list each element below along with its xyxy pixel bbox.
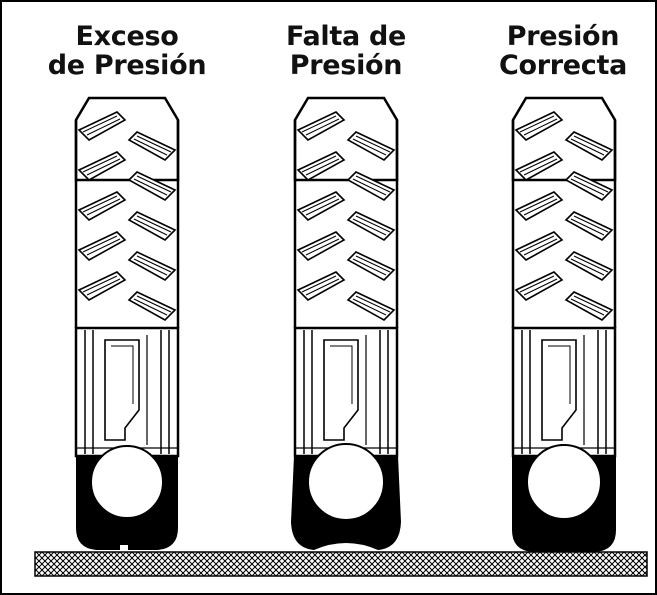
ground-strip [34,551,648,577]
tire-correct-pressure [511,98,617,552]
tire-over-pressure [74,98,180,553]
label-over-line2: de Presión [47,50,207,81]
label-under-line2: Presión [289,50,403,81]
label-correct-line2: Correcta [498,50,628,81]
label-over-line1: Exceso [75,21,179,52]
label-over-pressure: Exceso de Presión [37,22,217,80]
label-under-line1: Falta de [285,21,407,52]
label-under-pressure: Falta de Presión [256,22,436,80]
tire-under-pressure [291,98,401,550]
label-correct-line1: Presión [506,21,620,52]
label-correct-pressure: Presión Correcta [473,22,653,80]
